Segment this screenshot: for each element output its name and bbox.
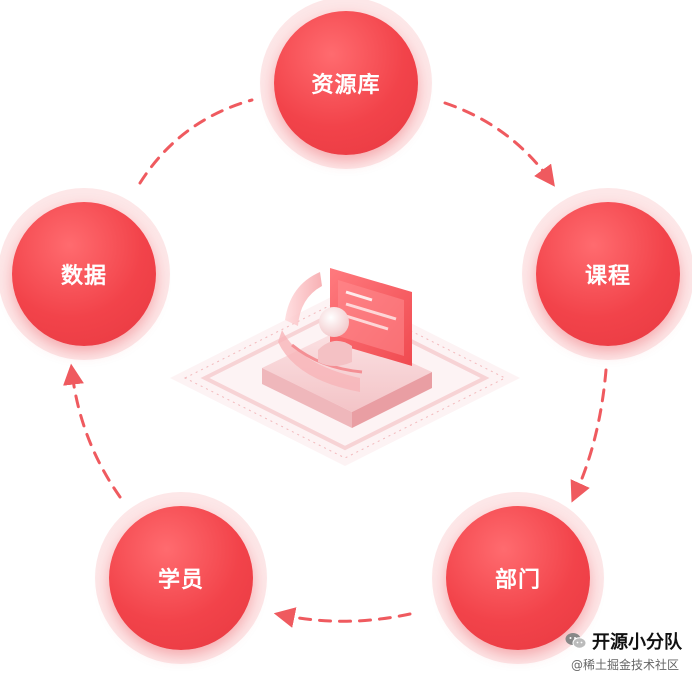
arrow-resources-to-course xyxy=(443,101,555,187)
floor-mid xyxy=(200,305,490,451)
person-head xyxy=(319,307,349,337)
node-course: 课程 xyxy=(522,188,692,360)
watermark: 开源小分队 @稀土掘金技术社区 xyxy=(565,628,682,673)
glass-arc-1 xyxy=(285,272,322,326)
platform-right xyxy=(352,372,432,428)
wechat-icon xyxy=(565,632,587,650)
node-course-label: 课程 xyxy=(584,264,631,289)
arrow-department-to-student xyxy=(273,607,412,628)
node-department-label: 部门 xyxy=(494,568,541,593)
watermark-source: @稀土掘金技术社区 xyxy=(571,658,680,672)
arrow-course-to-department xyxy=(570,368,608,503)
node-data: 数据 xyxy=(0,188,170,360)
screen-inner xyxy=(338,280,404,356)
node-student-label: 学员 xyxy=(157,568,204,593)
platform-left xyxy=(262,368,352,428)
arrow-data-to-resources xyxy=(138,98,254,185)
node-data-label: 数据 xyxy=(60,264,107,289)
person-body xyxy=(318,340,352,366)
watermark-account: 开源小分队 xyxy=(592,632,682,653)
node-student: 学员 xyxy=(95,492,267,664)
arrow-student-to-data xyxy=(63,363,122,499)
node-resources: 资源库 xyxy=(260,0,432,169)
node-resources-label: 资源库 xyxy=(311,73,381,98)
glass-arc-2 xyxy=(278,330,360,392)
